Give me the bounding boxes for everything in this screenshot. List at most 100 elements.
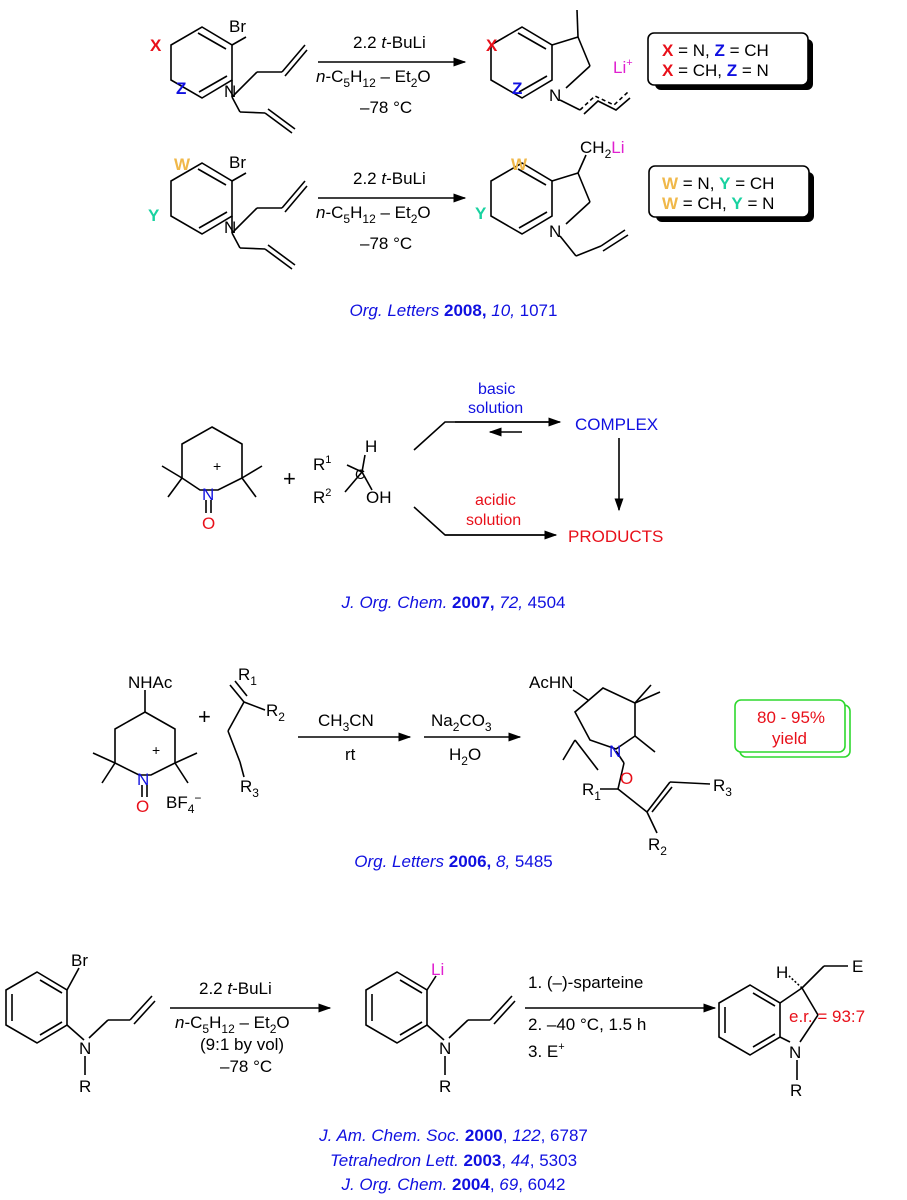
s1-br-label: Br: [229, 17, 246, 36]
s2-condition-box: [648, 165, 810, 218]
s3-basic-label: basic: [478, 381, 515, 398]
s5-e-label: E: [852, 957, 863, 976]
s5-cond-line2: n-C5H12 – Et2O: [175, 1013, 290, 1036]
s3-c: C: [355, 466, 365, 482]
s1-cond-line2: n-C5H12 – Et2O: [316, 67, 431, 90]
s3-r1: R1: [313, 454, 331, 474]
s3-oh: OH: [366, 488, 392, 507]
s5-cond-line3: (9:1 by vol): [200, 1035, 284, 1054]
s5-labels: Br N R 2.2 t-BuLi n-C5H12 – Et2O (9:1 by…: [71, 951, 865, 1100]
s4-r3: R3: [240, 777, 259, 800]
s5-indoline-n: N: [789, 1043, 801, 1062]
ref4a-journal: J. Am. Chem. Soc.: [319, 1126, 465, 1145]
s3-plus-sign: +: [283, 466, 296, 491]
s1-condition-box: [647, 32, 809, 86]
ref4c-journal: J. Org. Chem.: [341, 1175, 453, 1194]
s4-product-n: N: [609, 742, 621, 761]
s1-n-label: N: [224, 82, 236, 101]
ref1-year: 2008,: [444, 301, 487, 320]
s5-br-label: Br: [71, 951, 88, 970]
s4-plus-charge: +: [152, 742, 160, 758]
s1-cond-line3: –78 °C: [360, 98, 412, 117]
ref3-year: 2006,: [448, 852, 492, 871]
s2-cond-line2: n-C5H12 – Et2O: [316, 203, 431, 226]
s4-n-label: N: [137, 770, 149, 789]
s2-labels: W Y Br N 2.2 t-BuLi n-C5H12 – Et2O –78 °…: [148, 138, 774, 253]
reference-4b: Tetrahedron Lett. 2003, 44, 5303: [329, 1151, 578, 1170]
s3-r2: R2: [313, 487, 331, 507]
s1-box-row2: X = CH, Z = N: [662, 61, 769, 80]
s3-h: H: [365, 437, 377, 456]
reference-2: J. Org. Chem. 2007, 72, 4504: [0, 593, 907, 613]
s3-oxoammonium-ring: [181, 426, 243, 491]
ref4b-journal: Tetrahedron Lett.: [329, 1151, 464, 1170]
s4-labels: NHAc N + O BF4− + R1 R2 R3 CH3CN rt Na2C…: [128, 665, 825, 858]
s4-cond-h2o: H2O: [449, 745, 481, 768]
s4-cond-rt: rt: [345, 745, 356, 764]
s5-n2-label: N: [439, 1039, 451, 1058]
s3-acidic-label: acidic: [475, 492, 516, 509]
s3-plus-charge: +: [213, 458, 221, 474]
s3-complex-label: COMPLEX: [575, 415, 658, 434]
s4-yield-box: [734, 699, 846, 753]
s2-product-y-atom: Y: [475, 204, 487, 223]
s4-bf4-label: BF4−: [166, 791, 201, 816]
s2-cond-line3: –78 °C: [360, 234, 412, 253]
s1-x-atom: X: [150, 36, 162, 55]
s1-labels: X Z Br N 2.2 t-BuLi n-C5H12 – Et2O –78 °…: [150, 17, 769, 117]
s2-n-label: N: [224, 218, 236, 237]
s1-box-row1: X = N, Z = CH: [662, 41, 769, 60]
s2-product-n-label: N: [549, 222, 561, 241]
s2-product-w-atom: W: [511, 155, 528, 174]
ref4a-pages: 6787: [550, 1126, 588, 1145]
s4-nhac-label: NHAc: [128, 673, 173, 692]
s4-product-r1: R1: [582, 780, 601, 803]
reference-3: Org. Letters 2006, 8, 5485: [0, 852, 907, 872]
ref2-journal: J. Org. Chem.: [341, 593, 453, 612]
s3-products-label: PRODUCTS: [568, 527, 663, 546]
reference-1: Org. Letters 2008, 10, 1071: [0, 301, 907, 321]
scheme-4: [92, 680, 851, 834]
scheme-2: [170, 154, 814, 270]
ref1-journal: Org. Letters: [349, 301, 445, 320]
s4-o-label: O: [136, 797, 149, 816]
s4-product-achn: AcHN: [529, 673, 573, 692]
ref4b-pages: 5303: [539, 1151, 578, 1170]
reference-4a: J. Am. Chem. Soc. 2000, 122, 6787: [319, 1126, 588, 1145]
s5-cond-line4: –78 °C: [220, 1057, 272, 1076]
s2-cond-line1: 2.2 t-BuLi: [353, 169, 426, 188]
s2-w-atom: W: [174, 155, 191, 174]
s5-r2-label: R: [439, 1077, 451, 1096]
s1-z-atom: Z: [176, 79, 186, 98]
ref1-volume: 10,: [486, 301, 515, 320]
s5-step-3: 3. E+: [528, 1041, 565, 1061]
ref4b-volume: 44: [510, 1151, 530, 1170]
ref1-pages: 1071: [514, 301, 558, 320]
s1-product-z-atom: Z: [512, 79, 522, 98]
scheme-1: [170, 9, 813, 134]
s1-cond-line1: 2.2 t-BuLi: [353, 33, 426, 52]
s5-indoline-r: R: [790, 1081, 802, 1100]
s4-plus-sign: +: [198, 704, 211, 729]
ref3-volume: 8,: [491, 852, 511, 871]
s1-product-x-atom: X: [486, 36, 498, 55]
s4-product-r2: R2: [648, 835, 667, 858]
s5-li-label: Li: [431, 960, 444, 979]
scheme-5: [5, 965, 848, 1080]
s2-br-label: Br: [229, 153, 246, 172]
s2-box-row2: W = CH, Y = N: [662, 194, 774, 213]
ref2-volume: 72,: [494, 593, 523, 612]
s4-yield-line2: yield: [772, 729, 807, 748]
s3-acidic-solution: solution: [466, 512, 521, 529]
ref4a-volume: 122: [512, 1126, 541, 1145]
s1-product-n-label: N: [549, 86, 561, 105]
s3-labels: N + O + R1 H C R2 OH basic solution acid…: [202, 381, 663, 546]
s5-er-label: e.r. = 93:7: [789, 1007, 865, 1026]
s1-li-cation: Li+: [613, 57, 633, 77]
ref2-pages: 4504: [522, 593, 566, 612]
s4-product-o: O: [620, 769, 633, 788]
s4-r2: R2: [266, 701, 285, 724]
s5-indoline-ring: [718, 984, 781, 1056]
s4-product-r3: R3: [713, 776, 732, 799]
